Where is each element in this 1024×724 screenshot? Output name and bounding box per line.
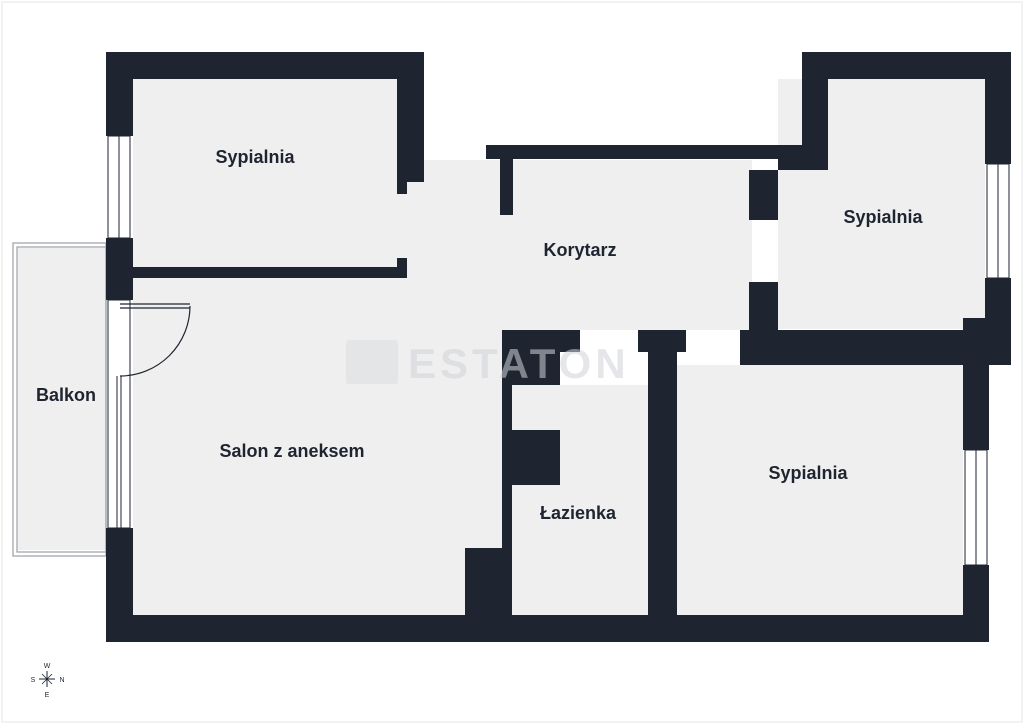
compass-south: S <box>31 677 36 684</box>
windows <box>107 135 1010 566</box>
wall-bedroom-living-jamb <box>397 258 407 278</box>
wall-bath-right <box>648 330 677 615</box>
floor-areas <box>18 79 985 615</box>
floor-bathroom <box>512 385 648 615</box>
wall-tr-corner <box>778 145 828 170</box>
wall-bedroom-tl-jamb <box>397 182 407 194</box>
wall-tr-door-bottom <box>749 282 778 330</box>
watermark: ESTATON <box>346 340 630 387</box>
wall-bath-top-left <box>502 330 580 352</box>
wall-bath-shaft <box>512 352 560 385</box>
wall-right-1 <box>985 52 1011 164</box>
label-bedroom-top-right: Sypialnia <box>843 207 923 227</box>
door-swing <box>119 303 191 377</box>
balcony-outline <box>12 242 107 557</box>
label-living-room: Salon z aneksem <box>219 441 364 461</box>
watermark-text: ESTATON <box>408 340 630 387</box>
wall-corridor-stub <box>500 159 513 215</box>
wall-bedroom-living <box>133 267 407 278</box>
wall-right-3 <box>963 346 989 450</box>
walls <box>106 52 1011 642</box>
wall-bottom <box>106 615 989 642</box>
wall-corridor-top <box>486 145 802 159</box>
wall-top-left <box>106 52 424 79</box>
wall-bath-installation <box>512 430 560 485</box>
compass-icon: W S N E <box>31 663 65 699</box>
floor-corridor-2 <box>500 170 750 330</box>
floor-balcony <box>18 248 106 550</box>
label-corridor: Korytarz <box>543 240 616 260</box>
watermark-logo-icon <box>346 340 398 384</box>
wall-bath-left <box>502 330 512 615</box>
label-balcony: Balkon <box>36 385 96 405</box>
wall-top-right <box>802 52 1011 79</box>
room-labels: Sypialnia Korytarz Sypialnia Balkon Salo… <box>36 147 924 523</box>
wall-left-2 <box>106 238 133 300</box>
window-balcony-door <box>107 299 131 529</box>
compass-west: W <box>44 663 51 670</box>
compass-north: N <box>59 677 64 684</box>
floor-living-room-ext <box>397 278 517 338</box>
floor-bedroom-top-left <box>133 79 397 267</box>
compass-east: E <box>45 692 50 699</box>
label-bathroom: Łazienka <box>540 503 617 523</box>
wall-tr-br-notch <box>963 318 1011 332</box>
wall-bedroom-tl-right <box>397 52 424 182</box>
wall-left-1 <box>106 52 133 136</box>
floor-bedroom-bottom-right <box>677 365 963 615</box>
wall-tr-door-top <box>749 170 778 220</box>
label-bedroom-top-left: Sypialnia <box>215 147 295 167</box>
label-bedroom-bottom-right: Sypialnia <box>768 463 848 483</box>
wall-kitchen-column <box>465 548 512 615</box>
